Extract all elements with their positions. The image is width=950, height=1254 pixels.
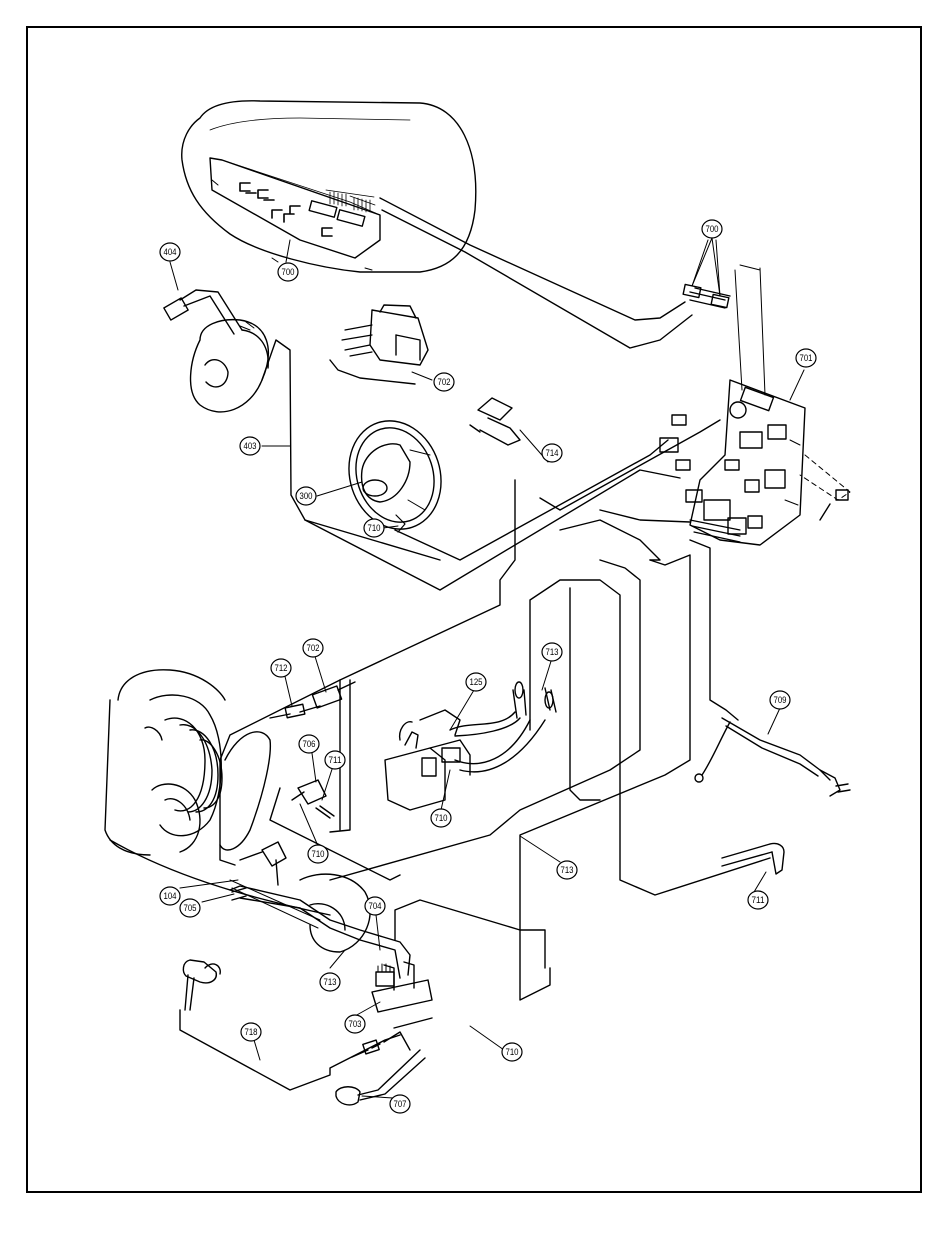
callout-label: 710 [368, 523, 381, 533]
callout-label: 300 [300, 491, 313, 501]
callout-710: 710 [502, 1043, 522, 1061]
callout-704: 704 [365, 897, 385, 915]
callouts: 404 700 700 702 701 403 714 300 710 713 125 712 702 7… [160, 220, 816, 1113]
panel-ribbon-cable [380, 198, 730, 348]
callout-label: 718 [245, 1027, 258, 1037]
callout-710: 710 [431, 809, 451, 827]
needle-sensor [180, 960, 400, 1090]
connector-leads [735, 265, 765, 395]
callout-label: 702 [438, 377, 451, 387]
callout-404: 404 [160, 243, 180, 261]
callout-718: 718 [241, 1023, 261, 1041]
callout-709: 709 [770, 691, 790, 709]
callout-label: 703 [349, 1019, 362, 1029]
callout-712: 712 [271, 659, 291, 677]
callout-711: 711 [325, 751, 345, 769]
callout-label: 700 [282, 267, 295, 277]
callout-label: 713 [546, 647, 559, 657]
callout-label: 713 [561, 865, 574, 875]
callout-702: 702 [303, 639, 323, 657]
board-harness-connectors [660, 415, 762, 542]
callout-705: 705 [180, 899, 200, 917]
callout-707: 707 [390, 1095, 410, 1113]
callout-713: 713 [557, 861, 577, 879]
callout-label: 104 [164, 891, 177, 901]
inline-fuse-connector [270, 682, 355, 718]
photo-sensor-unit [164, 290, 440, 560]
callout-label: 712 [275, 663, 288, 673]
callout-700: 700 [702, 220, 722, 238]
callout-label: 711 [752, 895, 765, 905]
callout-700: 700 [278, 263, 298, 281]
callout-703: 703 [345, 1015, 365, 1033]
callout-710: 710 [308, 845, 328, 863]
lamp-connectors [292, 780, 334, 818]
callout-104: 104 [160, 887, 180, 905]
callout-label: 710 [506, 1047, 519, 1057]
callout-label: 702 [307, 643, 320, 653]
callout-label: 713 [324, 977, 337, 987]
callout-403: 403 [240, 437, 260, 455]
callout-710: 710 [364, 519, 384, 537]
motor-pulley [335, 409, 455, 541]
callout-label: 714 [546, 448, 559, 458]
callout-label: 710 [435, 813, 448, 823]
callout-711: 711 [748, 891, 768, 909]
callout-713: 713 [542, 643, 562, 661]
callout-label: 710 [312, 849, 325, 859]
callout-701: 701 [796, 349, 816, 367]
callout-label: 404 [164, 247, 177, 257]
callout-300: 300 [296, 487, 316, 505]
callout-125: 125 [466, 673, 486, 691]
callout-label: 704 [369, 901, 382, 911]
callout-label: 700 [706, 224, 719, 234]
main-harness-lines [220, 420, 770, 1000]
callout-label: 711 [329, 755, 342, 765]
callout-label: 706 [303, 739, 316, 749]
callout-label: 125 [470, 677, 483, 687]
callout-label: 709 [774, 695, 787, 705]
control-panel-housing [182, 101, 476, 272]
heater-element [722, 843, 784, 874]
callout-label: 705 [184, 903, 197, 913]
motor-handwheel [105, 670, 370, 952]
terminal-block [372, 900, 545, 1012]
callout-label: 707 [394, 1099, 407, 1109]
power-cord [695, 718, 850, 796]
micro-switch [470, 398, 520, 445]
callout-706: 706 [299, 735, 319, 753]
callout-label: 701 [800, 353, 813, 363]
callout-714: 714 [542, 444, 562, 462]
callout-713: 713 [320, 973, 340, 991]
callout-label: 403 [244, 441, 257, 451]
callout-702: 702 [434, 373, 454, 391]
